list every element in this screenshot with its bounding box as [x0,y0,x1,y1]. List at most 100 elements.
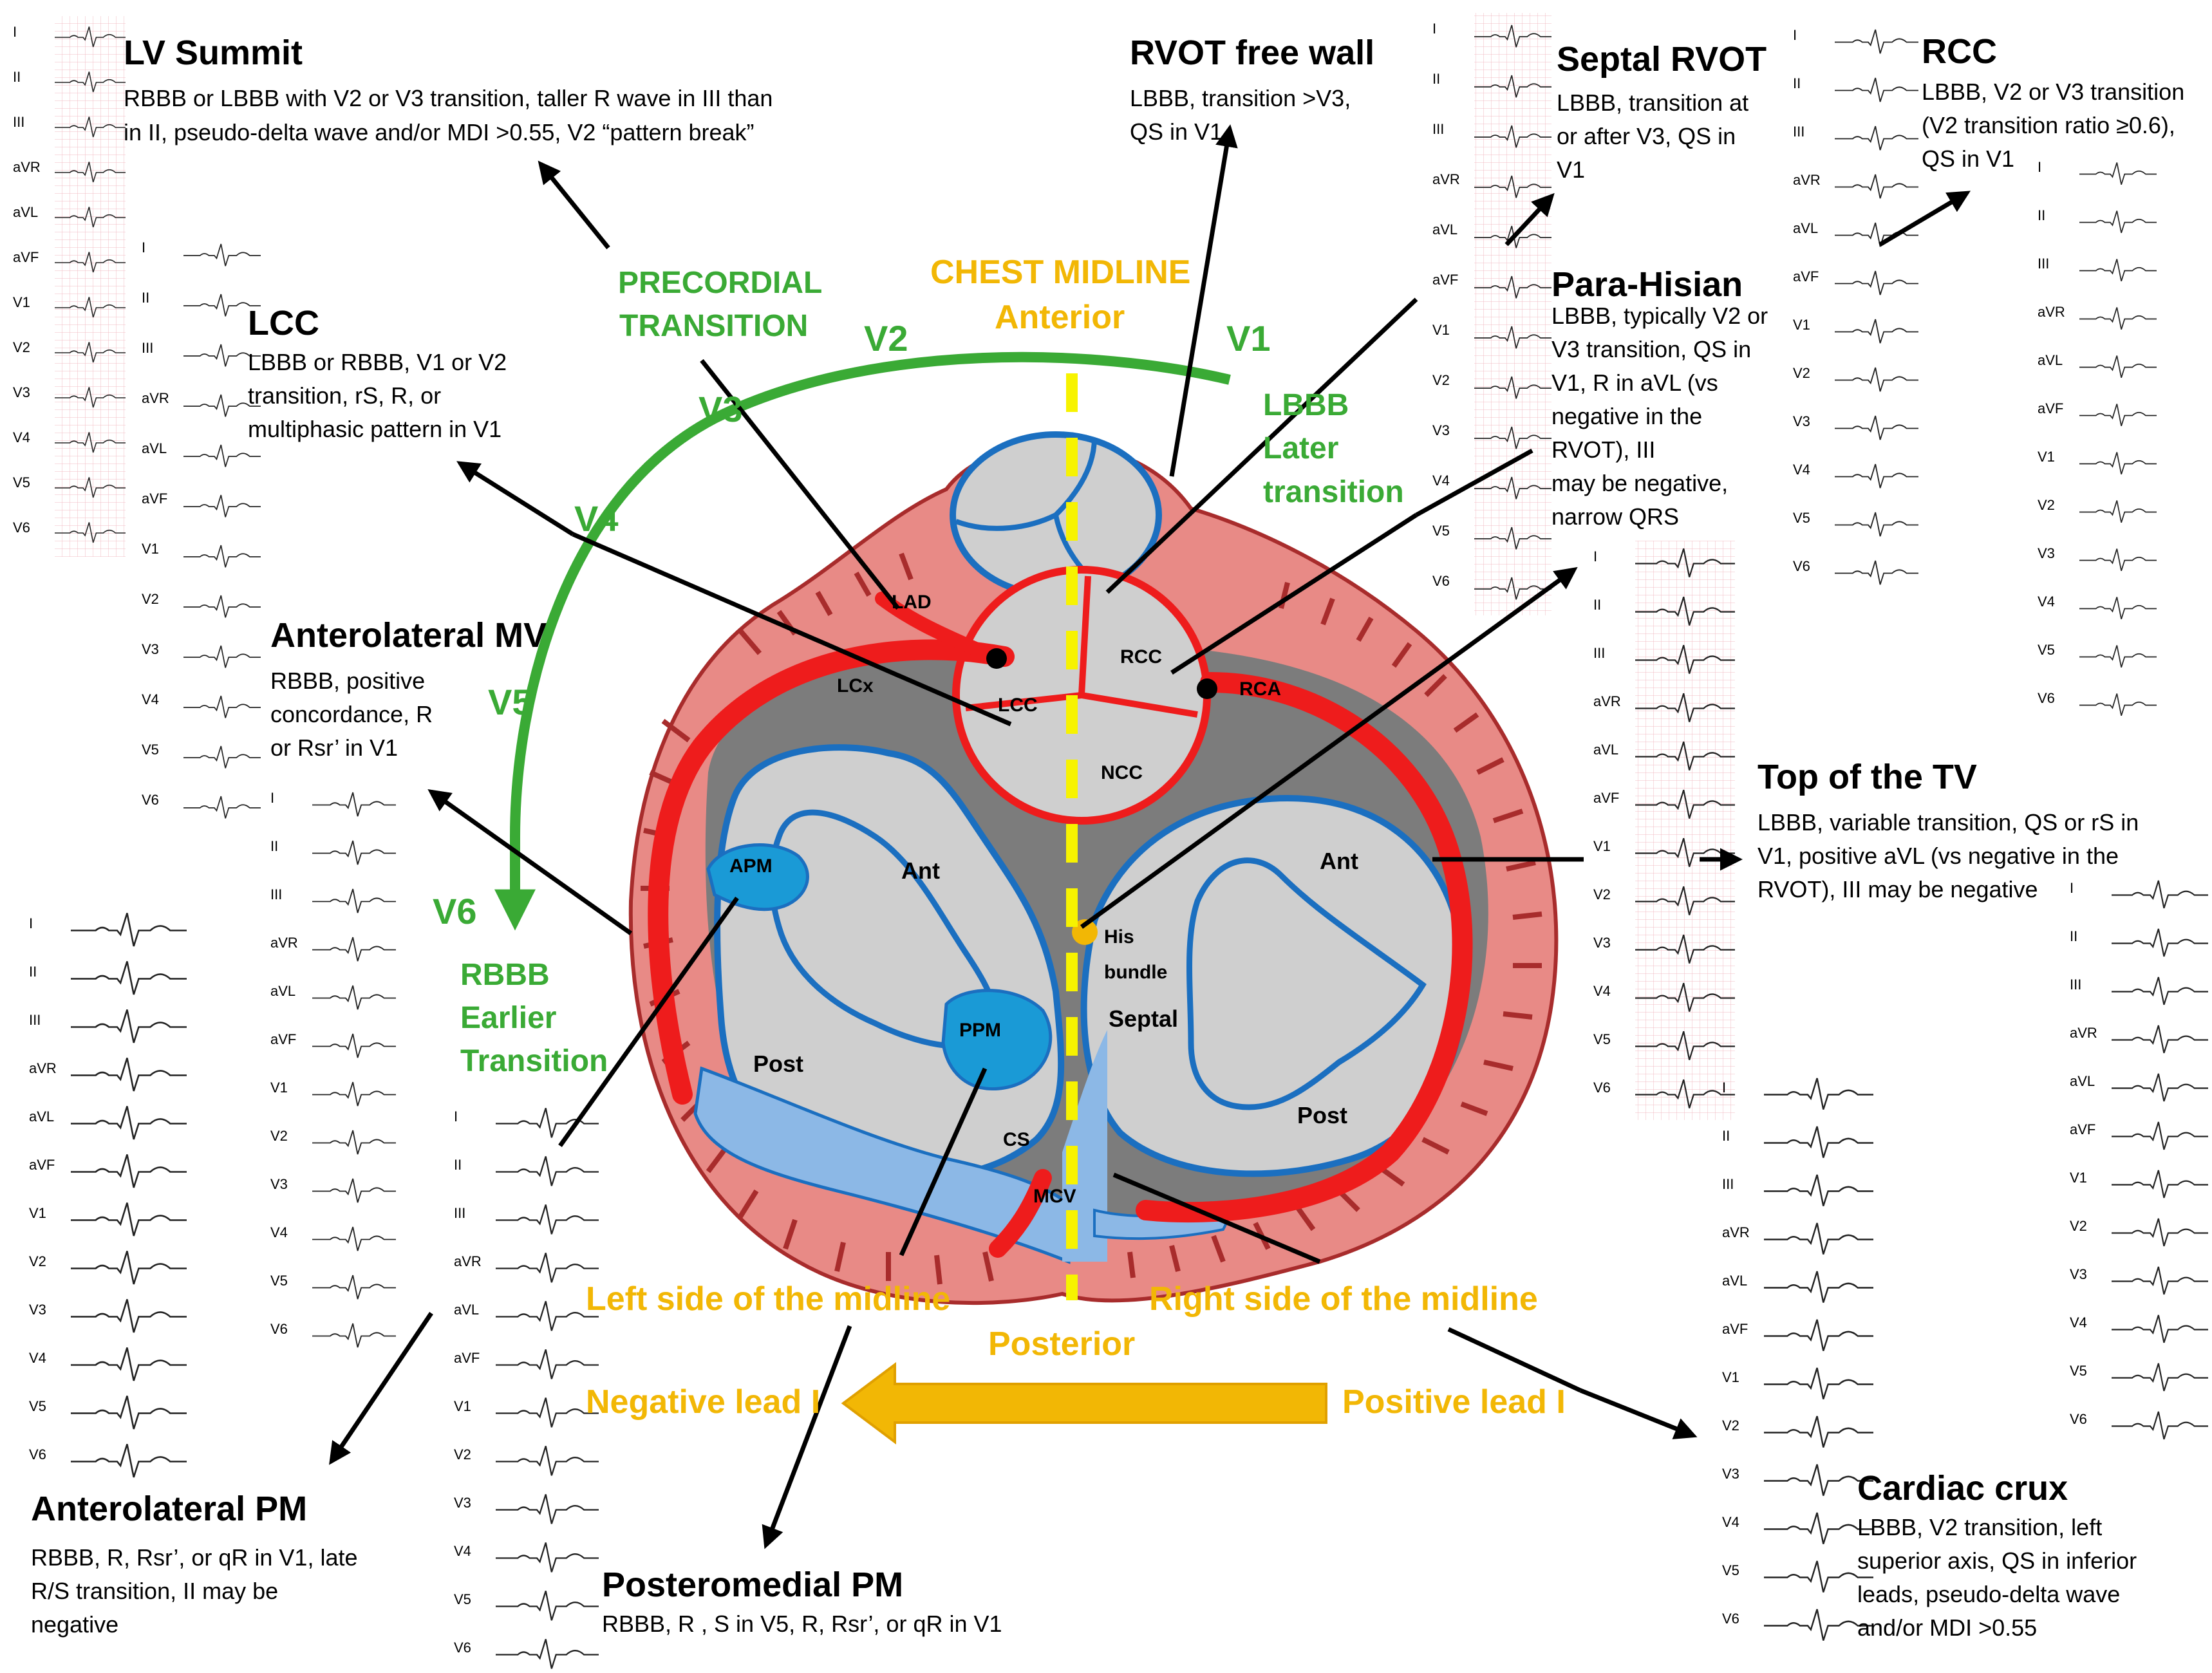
ecg-lead-label: aVR [13,159,41,175]
label-his-2: bundle [1104,962,1167,983]
ecg-trace [1835,318,1918,344]
ecg-trace [312,936,396,962]
ecg-lead-label: V2 [29,1253,46,1269]
ecg-lead-label: V2 [13,339,30,355]
ecg-trace [183,494,261,518]
lca-ostium [986,648,1007,669]
ecg-trace [312,984,396,1011]
ecg-lead-label: III [454,1205,465,1221]
ecg-lead-label: V4 [1593,983,1611,999]
label-rbbb-3: Transition [460,1044,608,1078]
ecg-lead-label: V4 [1432,472,1450,489]
ecg-trace [1835,28,1918,55]
ecg-trace [2112,1072,2208,1103]
panel-title: Cardiac crux [1857,1469,2068,1508]
anterolateral-papillary-muscle [706,843,809,911]
ecg-trace [71,912,187,948]
ecg-trace [496,1542,599,1573]
ecg-trace [71,1347,187,1382]
label-apm: APM [729,855,773,877]
panel-title: Posteromedial PM [602,1566,903,1604]
ecg-lead-label: II [13,69,21,85]
ecg-lead-label: aVF [454,1350,480,1366]
ecg-lead-label: II [29,964,37,980]
ecg-trace [2079,162,2157,186]
ecg-lead-label: II [2070,928,2077,944]
panel-title: Para-Hisian [1551,265,1743,304]
ecg-trace [2079,306,2157,331]
ecg-lead-label: III [1432,121,1444,137]
ecg-lead-label: aVL [29,1108,54,1125]
ecg-lead-label: V1 [1793,317,1810,333]
ecg-lead-label: V2 [2070,1218,2087,1234]
ecg-lead-label: aVR [142,390,169,406]
ecg-trace [1835,415,1918,441]
svg-text:and/or MDI >0.55: and/or MDI >0.55 [1857,1614,2037,1641]
ecg-lead-label: II [454,1157,462,1173]
svg-text:negative in the: negative in the [1551,403,1702,429]
svg-text:or after V3, QS in: or after V3, QS in [1557,123,1736,149]
precordial-transition-arc [494,351,1231,931]
label-v5: V5 [488,682,532,722]
ecg-lead-label: V5 [454,1591,471,1607]
ecg-lead-label: aVF [142,491,167,507]
ecg-trace [183,544,261,568]
ecg-lead-label: V4 [2038,593,2055,610]
ecg-lead-label: V6 [1593,1080,1611,1096]
ecg-trace [1764,1173,1873,1207]
ecg-trace [2079,451,2157,476]
svg-text:V1, R in aVL (vs: V1, R in aVL (vs [1551,369,1718,396]
label-left-side: Left side of the midline [586,1280,950,1318]
ecg-lead-label: V5 [270,1273,288,1289]
ecg-lead-label: V3 [142,641,159,657]
ecg-lead-label: II [270,838,278,854]
svg-text:multiphasic pattern in V1: multiphasic pattern in V1 [248,416,501,442]
his-bundle-marker [1072,919,1098,945]
label-rv-ant: Ant [1320,848,1358,874]
ecg-trace [71,1154,187,1189]
panel-lv-summit: LV Summit RBBB or LBBB with V2 or V3 tra… [124,33,773,145]
svg-text:V3 transition, QS in: V3 transition, QS in [1551,336,1751,362]
label-lv-post: Post [753,1051,803,1077]
ecg-trace [312,888,396,914]
panel-rvot-free-wall: RVOT free wall LBBB, transition >V3, QS … [1130,33,1374,145]
ecg-trace [496,1300,599,1332]
ecg-trace [2112,1314,2208,1344]
ecg-trace [183,695,261,719]
ecg-trace [1764,1318,1873,1352]
ecg-lead-label: aVR [29,1060,57,1076]
svg-text:LBBB, transition at: LBBB, transition at [1557,89,1748,116]
ecg-trace [496,1204,599,1235]
svg-text:leads, pseudo-delta wave: leads, pseudo-delta wave [1857,1581,2120,1607]
ecg-trace [71,960,187,996]
ecg-trace [496,1155,599,1187]
ecg-lead-label: V6 [29,1446,46,1463]
panel-rcc: RCC LBBB, V2 or V3 transition (V2 transi… [1922,32,2184,172]
label-posterior: Posterior [988,1325,1135,1363]
ecg-trace [1835,173,1918,200]
svg-text:LBBB, V2 transition, left: LBBB, V2 transition, left [1857,1514,2102,1540]
svg-text:(V2 transition ratio ≥0.6),: (V2 transition ratio ≥0.6), [1922,112,2175,138]
label-positive-lead-i: Positive lead I [1342,1383,1566,1421]
ecg-trace [496,1493,599,1525]
ecg-trace [2079,355,2157,379]
ecg-lead-label: aVR [2070,1025,2097,1041]
ecg-trace [496,1638,599,1670]
ecg-lead-label: V5 [1432,523,1450,539]
label-rca: RCA [1239,678,1281,700]
posteromedial-papillary-muscle [941,989,1053,1090]
ecg-trace [183,644,261,669]
ecg-lead-label: V2 [270,1128,288,1144]
ecg-lead-label: aVF [1793,268,1819,285]
ecg-grid [55,16,126,557]
panel-title: Anterolateral PM [31,1490,307,1528]
svg-text:transition, rS, R, or: transition, rS, R, or [248,382,441,409]
ecg-trace [2112,1121,2208,1151]
ecg-lead-label: II [2038,207,2045,223]
ecg-lead-label: II [1793,75,1801,91]
ecg-trace [312,839,396,866]
ecg-lead-label: aVL [270,983,295,999]
